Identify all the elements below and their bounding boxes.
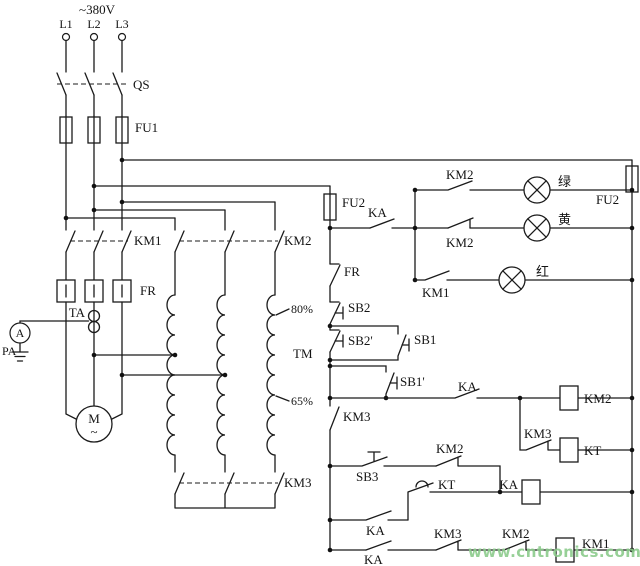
fu1-fuse-l2 — [87, 116, 101, 144]
km3-nc-label: KM3 — [524, 426, 551, 441]
kt-contact-label: KT — [438, 477, 455, 492]
red-lamp-label: 红 — [536, 264, 549, 279]
pa-ammeter: A PA — [2, 320, 90, 362]
fr-aux-label: FR — [344, 264, 360, 279]
fu2-left-fuse — [323, 193, 337, 221]
km2-coil — [559, 385, 579, 411]
pa-label: PA — [2, 344, 17, 358]
fr-overload-heaters: FR — [56, 279, 156, 303]
km1-coil-label: KM1 — [582, 536, 609, 551]
km2-coil-rung: KA KM2 — [327, 379, 635, 411]
km3-main-label: KM3 — [284, 475, 311, 490]
kt-coil-label: KT — [584, 443, 601, 458]
ta-loop-2 — [87, 320, 101, 334]
terminal-l1 — [61, 32, 71, 42]
phase-l3-label: L3 — [115, 17, 128, 31]
lamp-row-green: KM2 绿 — [414, 167, 635, 204]
sb2p-label: SB2' — [348, 333, 373, 348]
ka-seal-label: KA — [458, 379, 477, 394]
kt-coil-rung: KM3 KT — [517, 395, 635, 463]
motor-body — [75, 405, 113, 443]
fu2-right-label: FU2 — [596, 192, 619, 207]
tap-80-label: 80% — [291, 302, 313, 316]
fu2-left-label: FU2 — [342, 195, 365, 210]
tm-label: TM — [293, 346, 313, 361]
ka-mid-label: KA — [366, 523, 385, 538]
ground-symbol — [11, 351, 29, 362]
sb1-button: SB1 — [327, 325, 436, 363]
km1-main-contacts: KM1 — [65, 230, 161, 281]
terminal-l3 — [117, 32, 127, 42]
ammeter-letter: A — [16, 326, 25, 340]
lamp-row-yellow: KA KM2 黄 — [327, 205, 635, 250]
tm-autotransformer: 80% 65% TM — [91, 294, 313, 473]
km2-green-contact-label: KM2 — [446, 167, 473, 182]
km2-main-contacts: KM2 — [174, 201, 311, 296]
feed-branches — [63, 157, 633, 221]
km2-yellow-contact-label: KM2 — [446, 235, 473, 250]
voltage-label: ~380V — [79, 2, 116, 17]
qs-label: QS — [133, 77, 150, 92]
ta-label: TA — [69, 305, 86, 320]
ka-coil — [521, 479, 541, 505]
ka-coil-label: KA — [499, 477, 518, 492]
ka-bottom-label: KA — [364, 552, 383, 566]
km3-main-contacts: KM3 — [174, 472, 311, 509]
phase-l1-label: L1 — [59, 17, 72, 31]
power-supply: ~380V L1 L2 L3 — [59, 2, 129, 73]
fu1-fuse-l1 — [59, 116, 73, 144]
sb1p-button: SB1' — [327, 363, 425, 401]
sb2p-button: SB2' — [327, 323, 373, 353]
ka-yellow-contact-label: KA — [368, 205, 387, 220]
fr-aux-contact: FR — [329, 263, 360, 287]
sb1p-label: SB1' — [400, 374, 425, 389]
yellow-lamp-label: 黄 — [558, 212, 571, 227]
km2-nc-label: KM2 — [436, 441, 463, 456]
phase-l2-label: L2 — [87, 17, 100, 31]
sb2-button: SB2 — [329, 300, 370, 325]
km1-main-label: KM1 — [134, 233, 161, 248]
ammeter-dial — [9, 322, 31, 344]
ka-mid-row: KA — [327, 510, 409, 538]
green-lamp-label: 绿 — [558, 174, 571, 189]
motor-letter: M — [88, 411, 100, 426]
km1-coil — [555, 537, 575, 563]
terminal-l2 — [89, 32, 99, 42]
tap-65-label: 65% — [291, 394, 313, 408]
km3-seal-contact: KM3 — [329, 397, 370, 431]
km2-coil-label: KM2 — [584, 391, 611, 406]
tm-winding-3 — [266, 294, 276, 456]
ka-coil-rung: KT KA — [407, 477, 635, 521]
km3-bottom-label: KM3 — [434, 526, 461, 541]
fu1-fuses: FU1 — [59, 115, 158, 231]
motor-wave: ~ — [90, 424, 97, 439]
motor: M ~ — [75, 405, 113, 443]
fu1-label: FU1 — [135, 120, 158, 135]
ta-current-transformer: TA — [65, 301, 123, 422]
km2-bottom-label: KM2 — [502, 526, 529, 541]
sb3-rung: SB3 KM2 — [327, 441, 501, 493]
watermark-text: www.cntronics.com — [468, 543, 640, 561]
sb1-label: SB1 — [414, 332, 436, 347]
lamp-row-red: KM1 红 — [412, 187, 635, 300]
km1-coil-row: KA KM3 KM2 KM1 — [327, 526, 635, 566]
sb3-label: SB3 — [356, 469, 378, 484]
km2-main-label: KM2 — [284, 233, 311, 248]
fr-main-label: FR — [140, 283, 156, 298]
km3-seal-label: KM3 — [343, 409, 370, 424]
control-rails: FU2 FU2 — [323, 159, 639, 551]
qs-disconnect-switch: QS — [56, 72, 150, 117]
fu1-fuse-l3 — [115, 116, 129, 144]
kt-coil — [559, 437, 579, 463]
sb2-label: SB2 — [348, 300, 370, 315]
km1-red-contact-label: KM1 — [422, 285, 449, 300]
